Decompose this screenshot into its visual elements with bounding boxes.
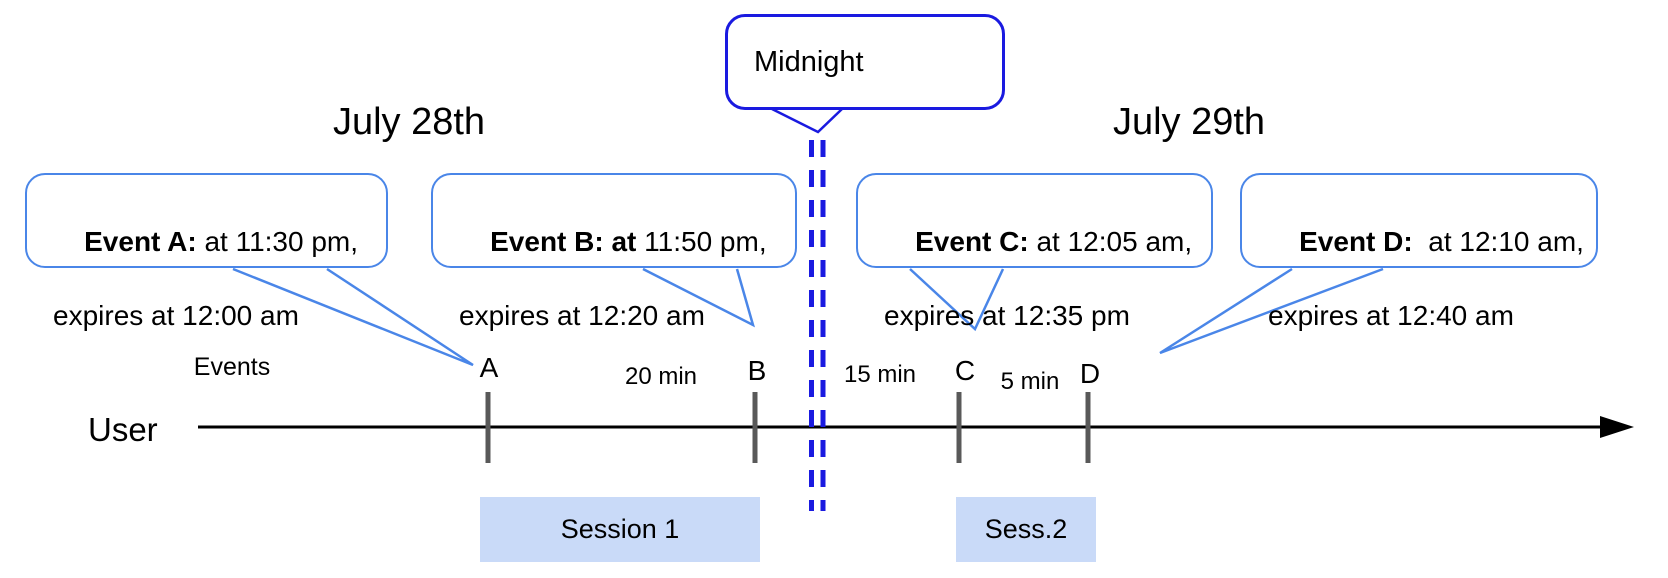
event-c-callout: Event C: at 12:05 am, expires at 12:35 p… — [856, 173, 1213, 331]
session-1-box: Session 1 — [480, 497, 760, 562]
event-b-callout-time: 11:50 pm, — [636, 226, 767, 257]
gap-label-15min: 15 min — [843, 361, 917, 388]
event-b-callout-title: Event B: at — [490, 226, 637, 257]
event-b-callout: Event B: at 11:50 pm, expires at 12:20 a… — [431, 173, 797, 331]
event-a-callout-expiry: expires at 12:00 am — [53, 300, 299, 331]
tick-label-a: A — [479, 352, 499, 383]
event-d-callout-time: at 12:10 am, — [1412, 226, 1584, 257]
event-c-callout-time: at 12:05 am, — [1028, 226, 1193, 257]
event-a-callout: Event A: at 11:30 pm, expires at 12:00 a… — [25, 173, 388, 331]
event-a-callout-time: at 11:30 pm, — [196, 226, 359, 257]
user-axis-label: User — [88, 411, 158, 448]
tick-label-d: D — [1079, 358, 1101, 389]
event-d-callout-tail — [1159, 267, 1384, 355]
midnight-bubble-tail — [771, 107, 843, 134]
session-2-box: Sess.2 — [956, 497, 1096, 562]
event-c-callout-tail — [909, 268, 1005, 332]
gap-label-20min: 20 min — [624, 363, 698, 390]
tick-label-c: C — [954, 355, 976, 386]
event-a-callout-tail — [232, 267, 474, 367]
event-d-callout-expiry: expires at 12:40 am — [1268, 300, 1514, 331]
event-c-callout-title: Event C: — [915, 226, 1029, 257]
event-b-callout-expiry: expires at 12:20 am — [459, 300, 705, 331]
date-title-july-28: July 28th — [332, 101, 486, 143]
gap-label-5min: 5 min — [1000, 368, 1060, 395]
midnight-bubble: Midnight — [725, 14, 1005, 110]
tick-label-b: B — [747, 355, 767, 386]
events-axis-label: Events — [193, 353, 271, 381]
timeline-arrowhead-icon — [1600, 416, 1634, 438]
event-a-callout-title: Event A: — [84, 226, 197, 257]
session-2-label: Sess.2 — [984, 514, 1068, 544]
session-1-label: Session 1 — [560, 514, 680, 544]
date-title-july-29: July 29th — [1112, 101, 1266, 143]
event-d-callout-title: Event D: — [1299, 226, 1413, 257]
event-d-callout: Event D: at 12:10 am, expires at 12:40 a… — [1240, 173, 1598, 331]
event-c-callout-expiry: expires at 12:35 pm — [884, 300, 1130, 331]
midnight-label: Midnight — [754, 45, 864, 78]
event-b-callout-tail — [642, 267, 755, 328]
